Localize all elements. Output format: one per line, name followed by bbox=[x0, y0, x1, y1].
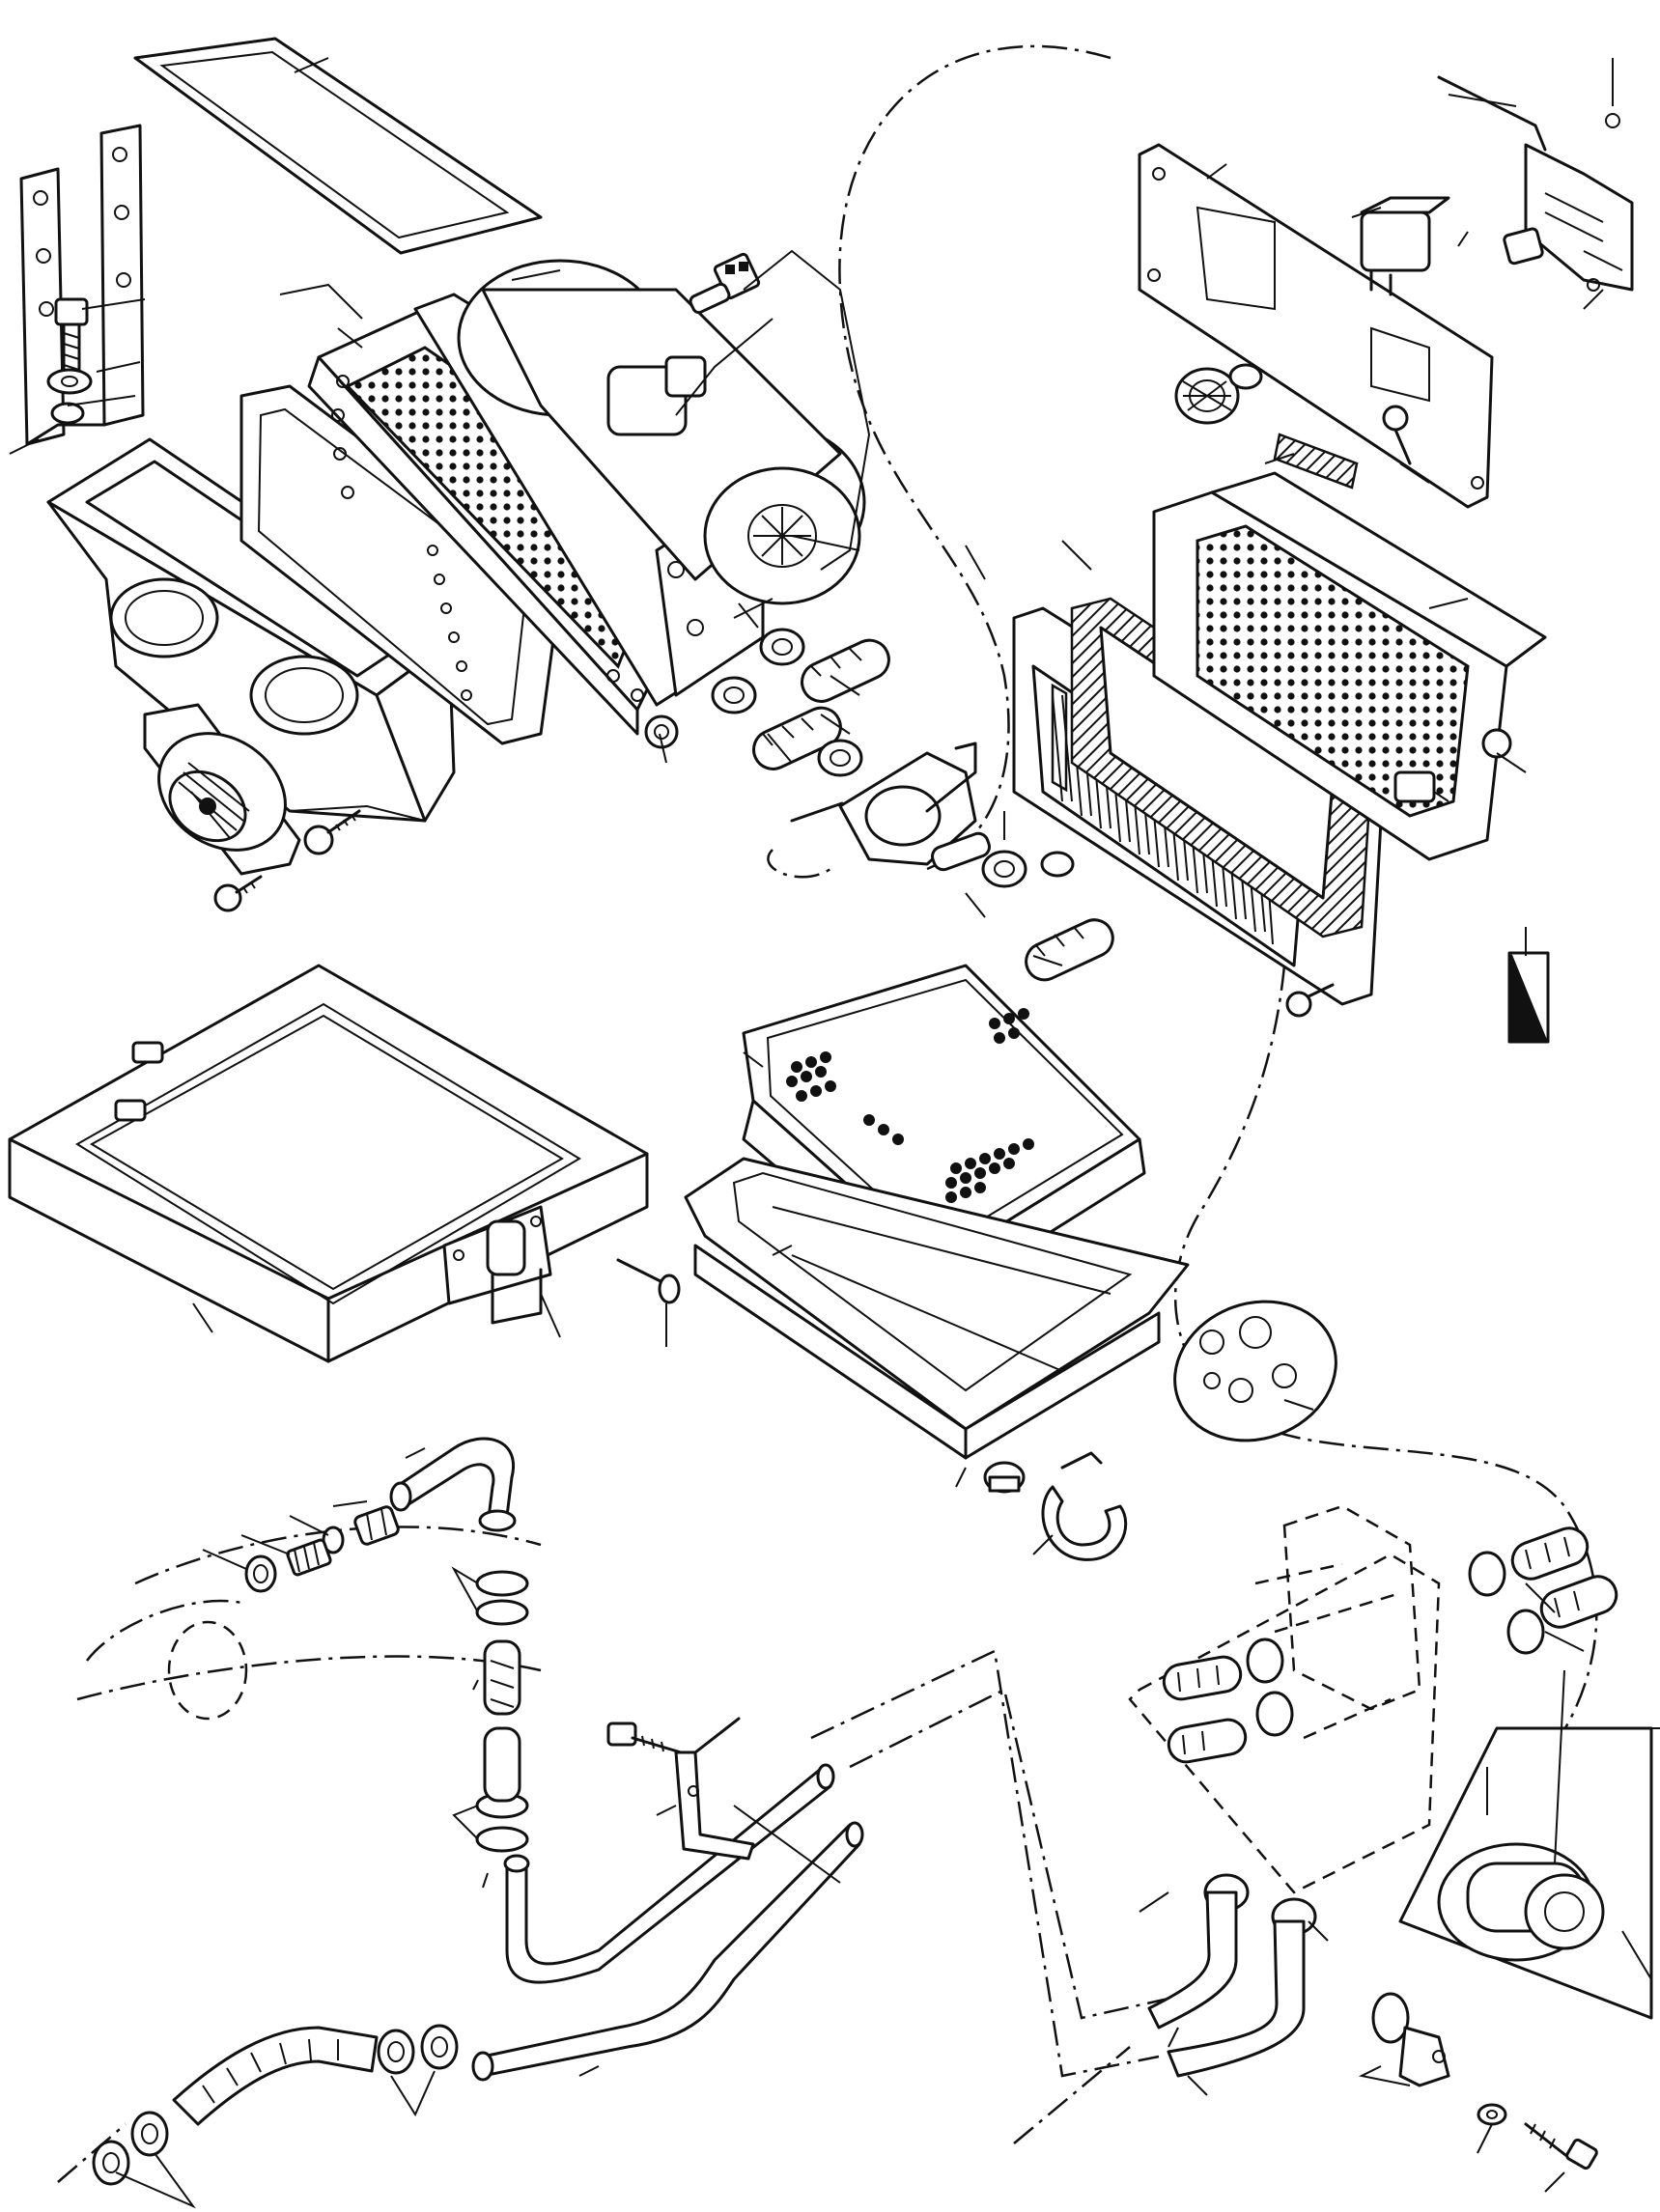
phantom-engine-block bbox=[1130, 1506, 1439, 1892]
short-hose-pieces bbox=[485, 1641, 520, 1801]
hose-clamps-lower bbox=[94, 2026, 457, 2184]
long-hose-right bbox=[505, 1765, 833, 1982]
ribbed-hose-lower bbox=[174, 2028, 377, 2124]
hose-support-bracket bbox=[676, 1719, 753, 1859]
control-switch bbox=[1362, 198, 1449, 294]
elbow-hose-top bbox=[391, 1439, 515, 1530]
round-outlet-grille bbox=[136, 705, 308, 874]
water-valve bbox=[768, 743, 992, 877]
long-hose-lower bbox=[473, 1823, 862, 2080]
warning-label bbox=[1509, 953, 1548, 1042]
switch-bracket-assembly bbox=[1439, 77, 1632, 291]
panel-screw bbox=[1384, 406, 1410, 463]
top-gasket bbox=[135, 39, 541, 253]
strap-clip bbox=[1043, 1453, 1126, 1559]
washer-and-bolt bbox=[1478, 2105, 1598, 2170]
blanking-plug bbox=[985, 1463, 1024, 1492]
frame-latch bbox=[444, 1207, 550, 1323]
heater-hoses-upper bbox=[646, 630, 895, 775]
filter-tray bbox=[686, 1159, 1188, 1458]
mounting-frame bbox=[10, 966, 647, 1361]
heater-hoses-lower bbox=[983, 852, 1119, 986]
bracket-bolt-set bbox=[48, 299, 91, 423]
duct-flange-gasket bbox=[241, 386, 560, 743]
bracket-bolt bbox=[608, 1723, 681, 1752]
phantom-engine-connection bbox=[87, 1601, 246, 1719]
clip-bracket-lower bbox=[1373, 1994, 1449, 2086]
mounting-bracket-left bbox=[21, 126, 143, 444]
fitting-nut-set bbox=[246, 1505, 400, 1591]
phantom-routing-lines bbox=[58, 46, 1596, 2182]
screw-left-2 bbox=[215, 877, 261, 910]
control-knob bbox=[1176, 365, 1261, 423]
heater-unit-right bbox=[1154, 473, 1545, 859]
duct-cap-plate bbox=[1155, 1279, 1356, 1463]
vent-gasket bbox=[1072, 599, 1371, 937]
screw-right-middle bbox=[1287, 985, 1333, 1016]
electrical-connector-plug bbox=[689, 253, 760, 315]
inline-valve-detail bbox=[1400, 1728, 1651, 2018]
leader-lines bbox=[10, 58, 1660, 2206]
screw-left-1 bbox=[305, 811, 359, 854]
frame-pin bbox=[618, 1260, 679, 1302]
engine-hoses-right bbox=[1161, 1523, 1621, 1764]
control-label-plate bbox=[1275, 434, 1357, 488]
hoses-to-engine-bottom bbox=[1149, 1892, 1304, 2076]
